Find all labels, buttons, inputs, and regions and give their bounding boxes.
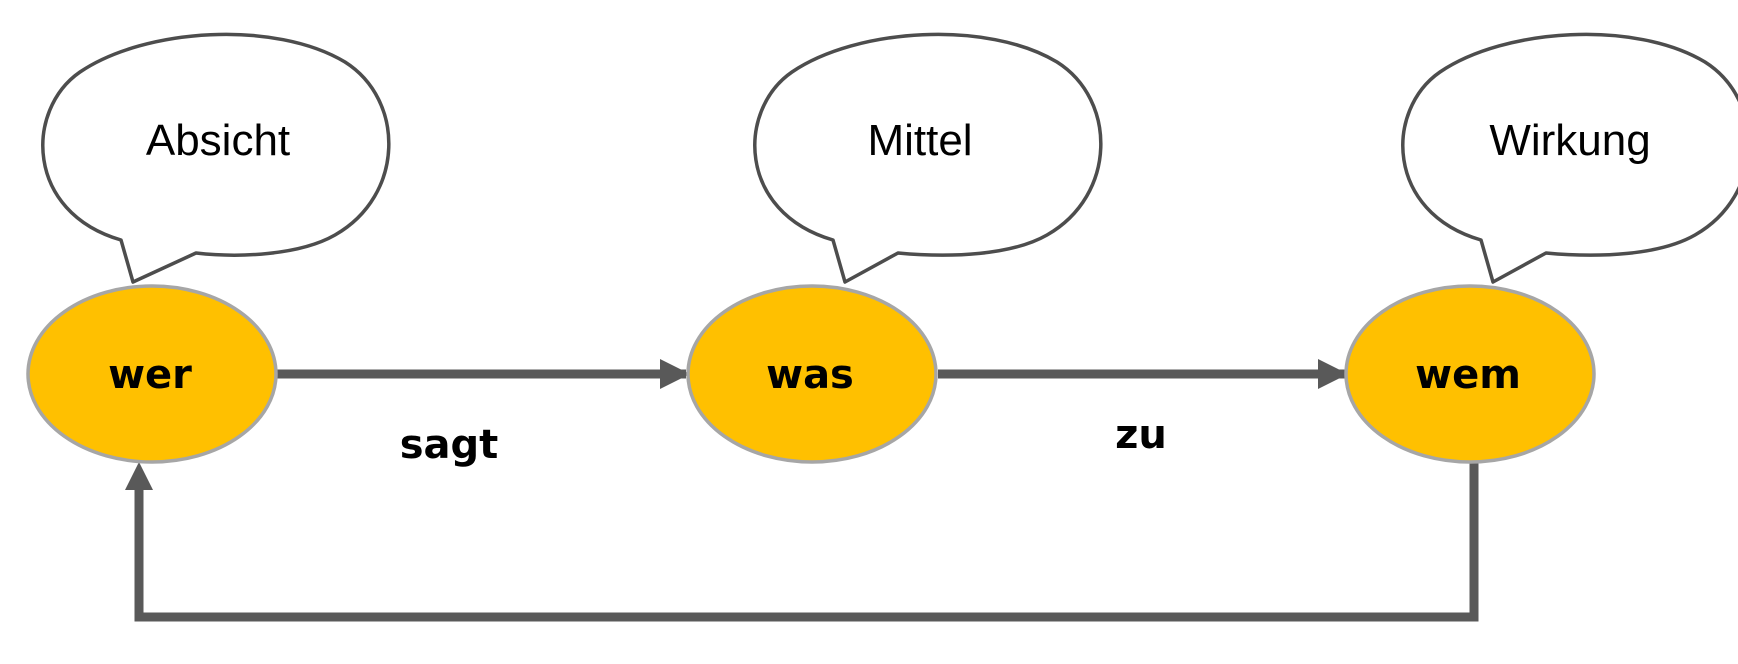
node-receiver-label: wem: [1415, 352, 1521, 398]
edge-label-sagt: sagt: [400, 422, 499, 468]
node-message-label: was: [766, 352, 854, 398]
bubble-sender-label: Absicht: [146, 116, 290, 165]
arrowhead-feedback: [125, 462, 153, 490]
node-sender-label: wer: [108, 352, 192, 398]
node-receiver: wem: [1344, 284, 1596, 464]
bubble-message-label: Mittel: [867, 116, 972, 165]
feedback-loop-arrow: [134, 462, 1479, 622]
bubble-receiver-label: Wirkung: [1489, 116, 1650, 165]
bubble-receiver: Wirkung: [1401, 32, 1738, 284]
arrowhead-sender-to-message: [660, 359, 690, 389]
bubble-message: Mittel: [753, 32, 1103, 284]
edge-label-zu: zu: [1115, 412, 1167, 458]
node-message: was: [686, 284, 938, 464]
node-sender: wer: [26, 284, 278, 464]
arrowhead-message-to-receiver: [1318, 359, 1348, 389]
bubble-sender: Absicht: [41, 32, 391, 284]
